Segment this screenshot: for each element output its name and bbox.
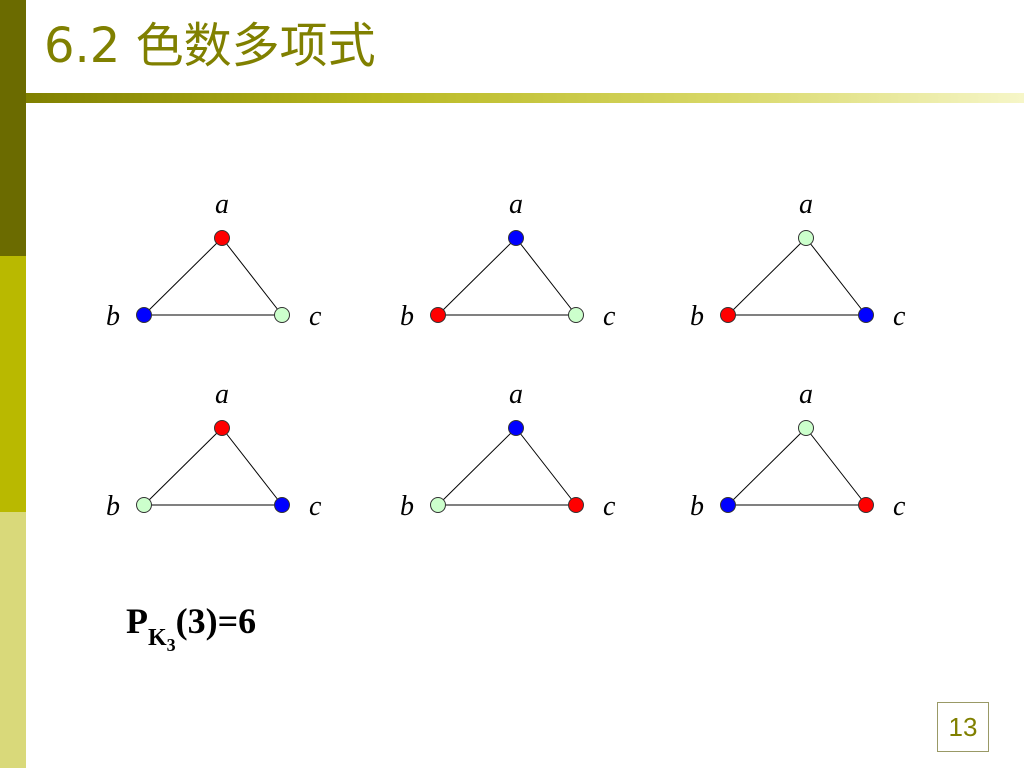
vertex-label-b: b <box>400 301 414 332</box>
vertex-label-b: b <box>400 491 414 522</box>
vertex-c <box>274 307 290 323</box>
vertex-b <box>720 307 736 323</box>
coloring-graph-2: a b c <box>400 189 616 332</box>
vertex-label-c: c <box>309 301 322 332</box>
edge-ac <box>221 427 283 506</box>
vertex-c <box>274 497 290 513</box>
coloring-graph-6: a b c <box>690 379 906 522</box>
coloring-graph-3: a b c <box>690 189 906 332</box>
edge-ab <box>143 237 223 316</box>
edge-ab <box>727 427 807 506</box>
vertex-b <box>136 497 152 513</box>
vertex-label-c: c <box>603 491 616 522</box>
vertex-label-a: a <box>509 189 523 220</box>
vertex-label-a: a <box>509 379 523 410</box>
vertex-a <box>214 420 230 436</box>
vertex-a <box>508 420 524 436</box>
vertex-label-b: b <box>690 301 704 332</box>
vertex-b <box>136 307 152 323</box>
sidebar-segment-2 <box>0 256 26 512</box>
formula-subscript-k: K3 <box>148 625 176 655</box>
vertex-label-b: b <box>106 301 120 332</box>
page-title: 6.2 色数多项式 <box>44 18 376 74</box>
vertex-a <box>798 420 814 436</box>
edge-ab <box>437 237 517 316</box>
vertex-label-b: b <box>106 491 120 522</box>
edge-ac <box>805 427 867 506</box>
page-number: 13 <box>937 702 989 752</box>
formula-subscript-3: 3 <box>166 635 176 655</box>
edge-ac <box>805 237 867 316</box>
sidebar-segment-3 <box>0 512 26 768</box>
edge-ab <box>143 427 223 506</box>
vertex-b <box>720 497 736 513</box>
vertex-b <box>430 497 446 513</box>
vertex-a <box>798 230 814 246</box>
vertex-label-a: a <box>799 379 813 410</box>
title-underline <box>26 93 1024 103</box>
chromatic-polynomial-formula: PK3(3)=6 <box>126 600 257 655</box>
formula-value: (3)=6 <box>175 601 257 641</box>
vertex-label-c: c <box>893 491 906 522</box>
formula-p: P <box>126 601 148 641</box>
vertex-label-a: a <box>215 379 229 410</box>
vertex-b <box>430 307 446 323</box>
edge-ab <box>437 427 517 506</box>
vertex-c <box>858 307 874 323</box>
vertex-c <box>858 497 874 513</box>
sidebar-segment-1 <box>0 0 26 256</box>
vertex-label-b: b <box>690 491 704 522</box>
sidebar-decoration <box>0 0 26 768</box>
coloring-graph-5: a b c <box>400 379 616 522</box>
vertex-label-c: c <box>893 301 906 332</box>
edge-ac <box>515 427 577 506</box>
vertex-label-c: c <box>309 491 322 522</box>
edge-ab <box>727 237 807 316</box>
coloring-graph-1: a b c <box>106 189 322 332</box>
edge-ac <box>515 237 577 316</box>
vertex-label-c: c <box>603 301 616 332</box>
coloring-graph-4: a b c <box>106 379 322 522</box>
vertex-a <box>214 230 230 246</box>
vertex-c <box>568 497 584 513</box>
vertex-label-a: a <box>799 189 813 220</box>
vertex-a <box>508 230 524 246</box>
edge-ac <box>221 237 283 316</box>
vertex-c <box>568 307 584 323</box>
vertex-label-a: a <box>215 189 229 220</box>
